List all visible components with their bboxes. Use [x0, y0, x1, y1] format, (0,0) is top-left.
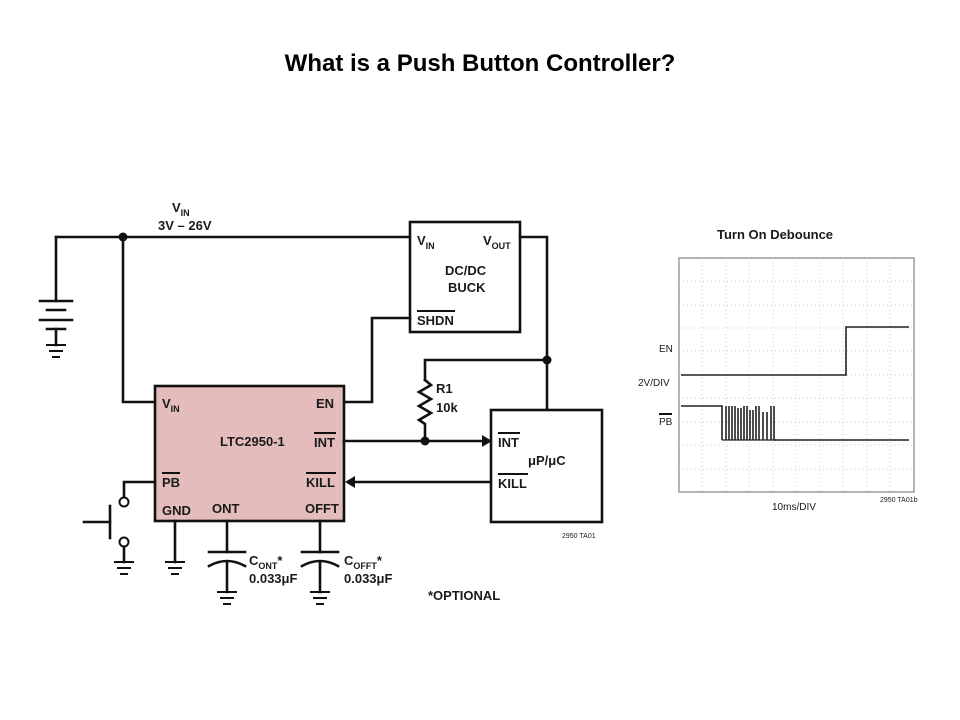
- micro-name: μP/μC: [528, 453, 566, 468]
- chip-int-label: INT: [314, 435, 335, 450]
- cont-value: 0.033μF: [249, 571, 297, 586]
- vout-wire: [518, 235, 549, 412]
- slide-title: What is a Push Button Controller?: [284, 50, 676, 77]
- en-trace: [681, 326, 909, 376]
- r1-value: 10k: [436, 400, 458, 415]
- cofft-value: 0.033μF: [344, 571, 392, 586]
- vin-range-label: 3V – 26V: [158, 218, 212, 233]
- optional-note: *OPTIONAL: [428, 588, 500, 603]
- battery-icon: [38, 235, 74, 358]
- chip-ont-label: ONT: [212, 501, 240, 516]
- buck-name-line1: DC/DC: [445, 263, 487, 278]
- scope-pb-label: PB: [659, 417, 673, 428]
- chip-pb-label: PB: [162, 475, 180, 490]
- schematic-figure-code: 2950 TA01: [562, 533, 596, 540]
- scope-title: Turn On Debounce: [717, 227, 833, 242]
- buck-vin-label: VIN: [417, 233, 435, 251]
- cont-label: CONT*: [249, 553, 283, 571]
- vin-label: VIN: [172, 200, 190, 218]
- scope-time-label: 10ms/DIV: [772, 502, 816, 513]
- chip-name: LTC2950-1: [220, 434, 285, 449]
- buck-shdn-label: SHDN: [417, 313, 454, 328]
- pb-trace: [681, 405, 909, 441]
- chip-offt-label: OFFT: [305, 501, 339, 516]
- scope-figure-code: 2950 TA01b: [880, 497, 918, 504]
- schematic-diagram: VIN 3V – 26V VIN VOUT DC/DC BUCK SHDN: [38, 200, 604, 605]
- buck-vout-label: VOUT: [483, 233, 511, 251]
- chip-en-label: EN: [316, 396, 334, 411]
- int-arrow-icon: [482, 435, 492, 447]
- micro-int-label: INT: [498, 435, 519, 450]
- cofft-label: COFFT*: [344, 553, 383, 571]
- micro-kill-label: KILL: [498, 476, 527, 491]
- dcdc-buck-block: [408, 220, 522, 334]
- chip-vin-label: VIN: [162, 396, 180, 414]
- kill-arrow-icon: [345, 476, 355, 488]
- resistor-r1-icon: [416, 378, 434, 443]
- push-button-icon: [82, 480, 157, 575]
- microcontroller-block: [489, 408, 604, 524]
- ground-icon: [165, 519, 185, 575]
- en-to-shdn-wire: [342, 316, 412, 404]
- ltc2950-chip: [153, 384, 346, 523]
- buck-name-line2: BUCK: [448, 280, 486, 295]
- capacitor-cont-icon: [207, 519, 247, 605]
- chip-kill-label: KILL: [306, 475, 335, 490]
- capacitor-cofft-icon: [300, 519, 340, 605]
- scope-scale-label: 2V/DIV: [638, 378, 670, 389]
- scope-en-label: EN: [659, 344, 673, 355]
- pullup-wire: [423, 358, 549, 382]
- vin-to-chip-wire: [121, 235, 157, 404]
- scope-trace-panel: Turn On Debounce EN 2V/: [638, 227, 918, 513]
- r1-name: R1: [436, 381, 453, 396]
- chip-gnd-label: GND: [162, 503, 191, 518]
